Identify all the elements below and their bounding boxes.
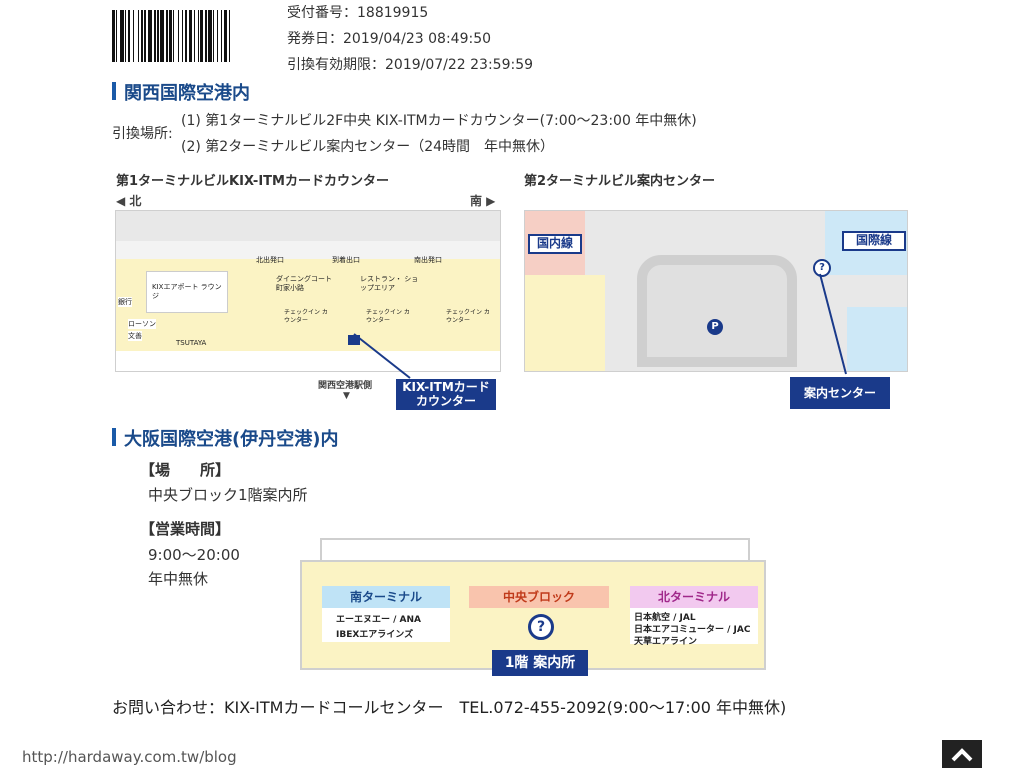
parking-icon: P — [707, 319, 723, 335]
international-tag: 国際線 — [842, 231, 906, 251]
checkin-counter-3: チェックイン カウンター — [446, 309, 490, 324]
south-airline-2: IBEXエアラインズ — [336, 630, 414, 640]
kix-lounge-label: KIXエアポート ラウンジ — [152, 283, 222, 300]
station-arrow-icon: ▼ — [343, 391, 350, 401]
lawson-label: ローソン — [128, 319, 156, 329]
domestic-tag: 国内線 — [528, 234, 582, 254]
contact-info: お問い合わせ：KIX-ITMカードコールセンター TEL.072-455-209… — [112, 698, 787, 717]
central-block-label: 中央ブロック — [469, 586, 609, 608]
valid-until: 引換有効期限：2019/07/22 23:59:59 — [287, 57, 534, 73]
info-center-tag: 案内センター — [790, 377, 890, 409]
itami-heading: 大阪国際空港(伊丹空港)内 — [124, 429, 339, 450]
exchange-place-2: (2) 第2ターミナルビル案内センター（24時間 年中無休） — [181, 139, 555, 155]
receipt-number: 受付番号：18819915 — [287, 5, 429, 21]
chevron-up-icon — [951, 748, 973, 762]
map2-title: 第2ターミナルビル案内センター — [524, 174, 716, 189]
closed-text: 年中無休 — [148, 570, 209, 588]
section-bar — [112, 428, 116, 446]
south-airline-1: エーエヌエー / ANA — [336, 615, 422, 625]
exchange-label: 引換場所: — [112, 126, 173, 142]
restaurant-label: レストラン・ ショップエリア — [360, 275, 419, 292]
place-text: 中央ブロック1階案内所 — [148, 486, 308, 504]
bunkyo-label: 文善 — [128, 331, 142, 341]
callout-line-2 — [819, 273, 847, 375]
info-icon: ? — [813, 259, 831, 277]
barcode — [112, 10, 272, 62]
parking-loop — [637, 255, 797, 367]
kix-itm-counter-tag: KIX-ITMカード カウンター — [396, 379, 496, 410]
south-exit-label: 南出発口 — [414, 256, 442, 264]
bank-label: 銀行 — [118, 297, 132, 307]
section-bar — [112, 82, 116, 100]
info-desk-icon: ? — [528, 614, 554, 640]
kix-heading: 関西国際空港内 — [124, 83, 250, 104]
north-airline-3: 天草エアライン — [634, 637, 698, 647]
south-terminal-label: 南ターミナル — [322, 586, 450, 608]
checkin-counter-1: チェックイン カウンター — [284, 309, 328, 324]
issue-date: 発券日：2019/04/23 08:49:50 — [287, 31, 492, 47]
dining-label: ダイニングコート 町家小路 — [276, 275, 332, 292]
counter-marker — [348, 335, 360, 345]
back-to-top-button[interactable] — [942, 740, 982, 768]
station-label: 関西空港駅側 — [318, 381, 373, 391]
arrival-exit-label: 到着出口 — [332, 256, 360, 264]
tsutaya-label: TSUTAYA — [176, 339, 207, 347]
north-airline-1: 日本航空 / JAL — [634, 613, 696, 623]
callout-line-1 — [353, 333, 411, 379]
north-terminal-label: 北ターミナル — [630, 586, 758, 608]
hours-text: 9:00～20:00 — [148, 546, 240, 564]
footer-url: http://hardaway.com.tw/blog — [22, 748, 237, 766]
north-exit-label: 北出発口 — [256, 256, 284, 264]
hours-heading: 【営業時間】 — [140, 520, 231, 538]
exchange-place-1: (1) 第1ターミナルビル2F中央 KIX-ITMカードカウンター(7:00～2… — [181, 113, 697, 129]
north-airline-2: 日本エアコミューター / JAC — [634, 625, 751, 635]
north-direction: ◀ 北 — [116, 194, 142, 208]
checkin-counter-2: チェックイン カウンター — [366, 309, 410, 324]
south-direction: 南 ▶ — [470, 194, 496, 208]
info-desk-tag: 1階 案内所 — [492, 650, 588, 676]
terminal1-map: KIXエアポート ラウンジ ダイニングコート 町家小路 レストラン・ ショップエ… — [115, 210, 501, 372]
map1-title: 第1ターミナルビルKIX-ITMカードカウンター — [116, 174, 389, 189]
place-heading: 【場 所】 — [140, 461, 231, 479]
